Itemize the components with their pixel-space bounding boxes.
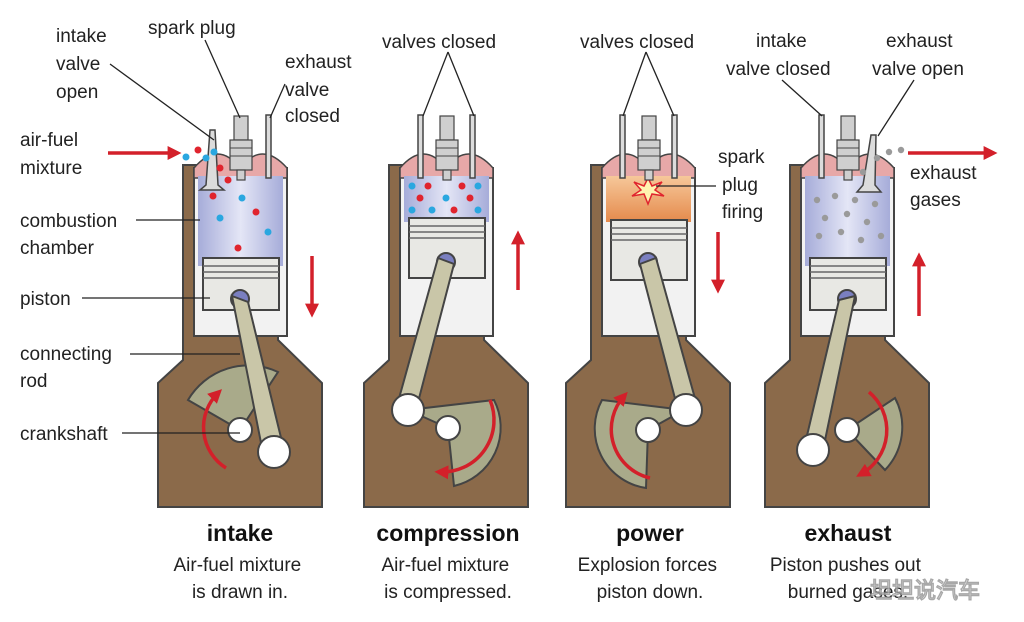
label-intake-valve-open: intake valve open [56,26,112,103]
exhaust-valve [265,114,272,179]
rotation-arrow [609,391,651,480]
label-exhaust-valve-open: exhaust valve open [872,31,964,80]
rotation-arrow [434,399,496,480]
crankshaft-pin [227,417,253,443]
stroke-title-compression: compression [376,520,519,546]
leader-lines [82,39,915,434]
label-exhaust-gases: exhaust gases [910,163,982,211]
stroke-caption-power: Explosion forces piston down. [578,555,723,603]
part-labels: intake valve open spark plug exhaust val… [20,18,982,445]
stroke-title-power: power [616,520,684,546]
intake-valve [197,129,227,191]
crankshaft-pin [435,415,461,441]
crankshaft-pin [635,417,661,443]
combustion-chamber [198,176,283,266]
crankshaft-pin [834,417,860,443]
intake-valve [818,114,825,179]
label-connecting-rod: connecting rod [20,344,117,392]
piston [408,217,486,279]
intake-valve [417,114,424,179]
engine-power [565,114,731,508]
air-fuel-particles [182,146,272,252]
label-spark-plug: spark plug [148,18,236,39]
stroke-caption-exhaust: Piston pushes out burned gases. [770,555,926,603]
exhaust-gas-particles [813,146,905,244]
label-valves-closed-1: valves closed [382,32,496,53]
label-crankshaft: crankshaft [20,424,108,445]
spark-burst [631,176,665,207]
stroke-title-intake: intake [207,520,273,546]
label-air-fuel-mixture: air-fuel mixture [20,130,83,179]
spark-plug [637,115,661,181]
stroke-captions: intake Air-fuel mixture is drawn in. com… [173,520,926,603]
exhaust-valve [855,134,883,193]
rotation-arrow [856,390,889,477]
intake-valve [619,114,626,179]
label-exhaust-valve-closed: exhaust valve closed [285,52,357,127]
label-spark-plug-firing: spark plug firing [718,147,770,223]
stroke-title-exhaust: exhaust [805,520,892,546]
spark-plug [836,115,860,181]
label-combustion-chamber: combustion chamber [20,211,122,259]
label-intake-valve-closed: intake valve closed [726,31,831,80]
spark-plug [229,115,253,181]
engine-intake [157,114,323,508]
crankshaft [404,398,502,488]
exhaust-valve [469,114,476,179]
engine-exhaust [764,114,930,508]
stroke-caption-intake: Air-fuel mixture is drawn in. [173,555,306,603]
crankshaft [593,398,688,490]
exhaust-valve [671,114,678,179]
crankshaft [845,396,904,472]
spark-plug [435,115,459,181]
label-piston: piston [20,289,71,310]
engine-compression [363,114,529,508]
stroke-caption-compression: Air-fuel mixture is compressed. [381,555,514,603]
air-fuel-particles [408,182,482,214]
label-valves-closed-2: valves closed [580,32,694,53]
watermark: 坦坦说汽车 [870,578,980,604]
